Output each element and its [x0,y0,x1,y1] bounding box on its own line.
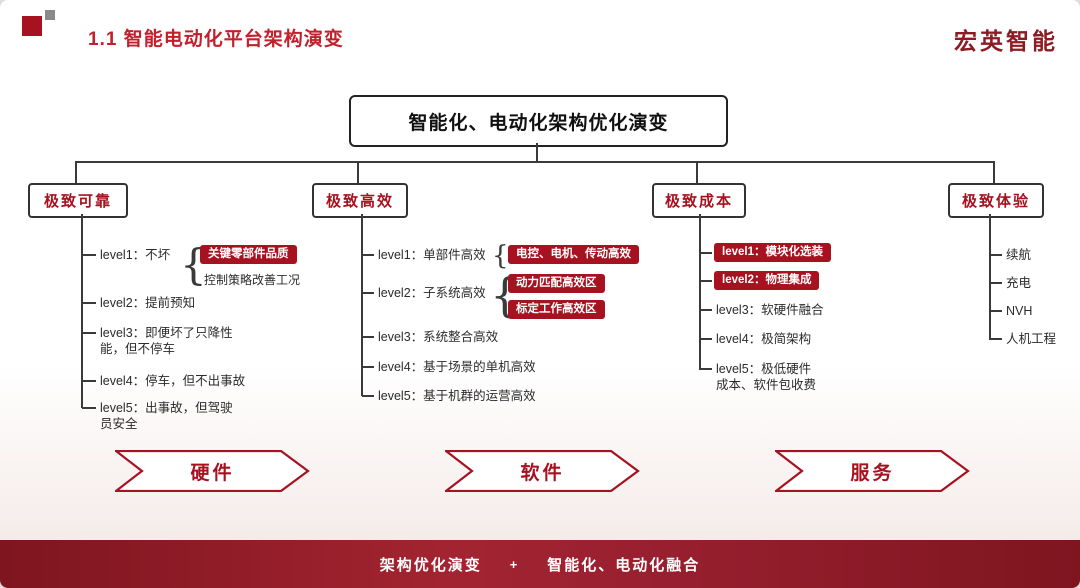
connector-horizontal [75,161,995,163]
branch-cost: 极致成本 [652,183,746,218]
banner-shape-icon [442,449,640,493]
tick [700,280,712,282]
branch-efficiency: 极致高效 [312,183,408,218]
footer-right-text: 智能化、电动化融合 [547,556,701,574]
tick [990,282,1002,284]
reliability-level1-badge: 关键零部件品质 [200,245,297,264]
reliability-level4: level4：停车，但不出事故 [100,374,246,388]
tick [990,310,1002,312]
efficiency-level4: level4：基于场景的单机高效 [378,360,536,374]
efficiency-level5: level5：基于机群的运营高效 [378,389,536,403]
cost-level3: level3：软硬件融合 [716,303,824,317]
reliability-level5: level5：出事故，但驾驶 员安全 [100,401,233,431]
cost-level5: level5：极低硬件 成本、软件包收费 [716,362,817,392]
footer-bar: 架构优化演变 + 智能化、电动化融合 [0,540,1080,588]
tick [82,380,96,382]
banner-service-label: 服务 [850,462,895,484]
banner-shape-icon [112,449,310,493]
footer-left-text: 架构优化演变 [379,556,482,574]
tick [82,302,96,304]
cost-level1-badge: level1：模块化选装 [714,243,831,262]
banner-hardware-label: 硬件 [190,462,235,484]
cost-level2-badge: level2：物理集成 [714,271,820,290]
tick [362,254,374,256]
reliability-level2: level2：提前预知 [100,296,196,310]
tick [82,407,96,409]
banner-hardware: 硬件 [112,449,310,493]
spine-cost [699,214,701,370]
brand-logo: 宏英智能 [954,28,1058,54]
banner-service: 服务 [772,449,970,493]
connector-drop-4 [993,161,995,184]
cost-level4: level4：极简架构 [716,332,812,346]
logo-square-red [22,16,42,36]
root-node: 智能化、电动化架构优化演变 [349,95,728,147]
tick [990,254,1002,256]
connector-root [536,143,538,163]
efficiency-level2-badge1: 动力匹配高效区 [508,274,605,293]
spine-efficiency [361,214,363,396]
branch-reliability: 极致可靠 [28,183,128,218]
connector-drop-1 [75,161,77,184]
spine-experience [989,214,991,340]
banner-shape-icon [772,449,970,493]
tick [362,366,374,368]
footer-plus: + [509,556,520,572]
experience-item-3: NVH [1006,304,1033,318]
efficiency-level1: level1：单部件高效 [378,248,486,262]
banner-software: 软件 [442,449,640,493]
reliability-level1-note: 控制策略改善工况 [204,273,301,287]
efficiency-level1-badge: 电控、电机、传动高效 [508,245,639,264]
logo-square-gray [45,10,55,20]
reliability-level1: level1：不坏 [100,248,171,262]
experience-item-4: 人机工程 [1006,332,1057,346]
tick [700,338,712,340]
reliability-level3: level3：即便坏了只降性 能，但不停车 [100,326,233,356]
experience-item-1: 续航 [1006,248,1032,262]
page-title: 1.1 智能电动化平台架构演变 [88,29,344,50]
tick [362,336,374,338]
brace-icon: { [492,241,509,271]
branch-experience: 极致体验 [948,183,1044,218]
tick [362,395,374,397]
tick [700,368,712,370]
tick [700,309,712,311]
banner-software-label: 软件 [520,462,565,484]
efficiency-level2-badge2: 标定工作高效区 [508,300,605,319]
experience-item-2: 充电 [1006,276,1032,290]
tick [700,252,712,254]
tick [362,292,374,294]
spine-reliability [81,214,83,408]
connector-drop-2 [357,161,359,184]
connector-drop-3 [696,161,698,184]
tick [82,254,96,256]
efficiency-level3: level3：系统整合高效 [378,330,499,344]
tick [990,338,1002,340]
tick [82,332,96,334]
efficiency-level2: level2：子系统高效 [378,286,486,300]
